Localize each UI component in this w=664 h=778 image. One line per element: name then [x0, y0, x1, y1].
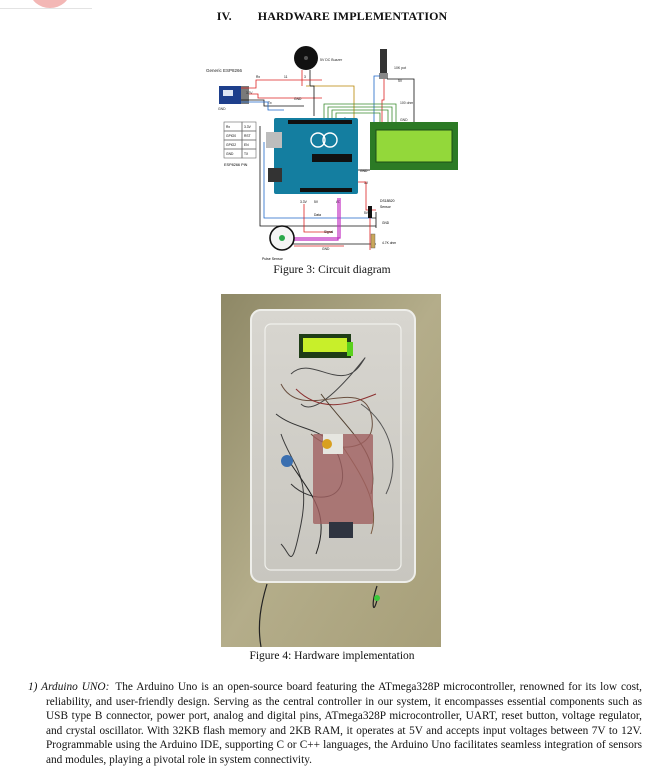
svg-text:10K pot: 10K pot [394, 66, 406, 70]
svg-text:DS18B20: DS18B20 [380, 199, 395, 203]
svg-text:Tx: Tx [268, 101, 272, 105]
svg-text:3.3V: 3.3V [300, 200, 308, 204]
arduino-uno-paragraph: 1) Arduino UNO:The Arduino Uno is an ope… [28, 680, 642, 768]
svg-text:GND: GND [382, 221, 390, 225]
resistor-4k7 [370, 233, 376, 249]
svg-text:ESP8266 PIN: ESP8266 PIN [224, 163, 248, 167]
svg-text:GND: GND [218, 107, 226, 111]
svg-text:Rx: Rx [256, 75, 260, 79]
svg-text:100 ohm: 100 ohm [400, 101, 413, 105]
svg-text:GPIO2: GPIO2 [226, 143, 236, 147]
paragraph-label: 1) Arduino UNO: [28, 681, 110, 693]
header-logo-fragment [0, 0, 92, 10]
hardware-photo [221, 294, 441, 648]
svg-text:EN: EN [244, 143, 249, 147]
svg-text:4.7K ohm: 4.7K ohm [382, 241, 396, 245]
figure3-caption: Figure 3: Circuit diagram [273, 264, 391, 276]
svg-text:Signal: Signal [324, 230, 333, 234]
potentiometer [380, 49, 387, 73]
section-number: IV. [216, 9, 232, 23]
svg-text:GND: GND [400, 118, 408, 122]
svg-text:Sensor: Sensor [380, 205, 392, 209]
svg-text:TX: TX [244, 152, 249, 156]
svg-text:GPIO0: GPIO0 [226, 134, 236, 138]
esp-title-label: Generic ESP8266 [206, 68, 243, 73]
svg-text:Pulse Sensor: Pulse Sensor [262, 257, 284, 261]
circuit-diagram: Generic ESP8266 3.3V GND Rx 3.3V GPIO0 R… [204, 42, 466, 266]
svg-text:3.3V: 3.3V [244, 125, 252, 129]
figure4-caption: Figure 4: Hardware implementation [249, 650, 415, 662]
section-heading: IV. HARDWARE IMPLEMENTATION [0, 9, 664, 24]
svg-text:5V: 5V [398, 79, 403, 83]
svg-text:3: 3 [304, 75, 306, 79]
section-title: HARDWARE IMPLEMENTATION [257, 9, 448, 23]
svg-text:RST: RST [244, 134, 251, 138]
svg-text:GND: GND [226, 152, 234, 156]
svg-text:3.3V: 3.3V [246, 91, 253, 95]
ds18b20-sensor [368, 206, 372, 218]
svg-text:GND: GND [322, 247, 330, 251]
svg-text:5V DC Buzzer: 5V DC Buzzer [320, 58, 343, 62]
svg-text:5V: 5V [364, 211, 369, 215]
svg-text:Data: Data [314, 213, 321, 217]
svg-text:11: 11 [284, 75, 288, 79]
paragraph-text: The Arduino Uno is an open-source board … [46, 681, 642, 766]
svg-text:Rx: Rx [226, 125, 230, 129]
svg-text:GND: GND [294, 97, 302, 101]
svg-text:GND: GND [360, 169, 368, 173]
svg-text:5V: 5V [364, 181, 369, 185]
svg-text:5V: 5V [314, 200, 319, 204]
esp-pin-table: Rx 3.3V GPIO0 RST GPIO2 EN GND TX ESP826… [223, 121, 257, 167]
